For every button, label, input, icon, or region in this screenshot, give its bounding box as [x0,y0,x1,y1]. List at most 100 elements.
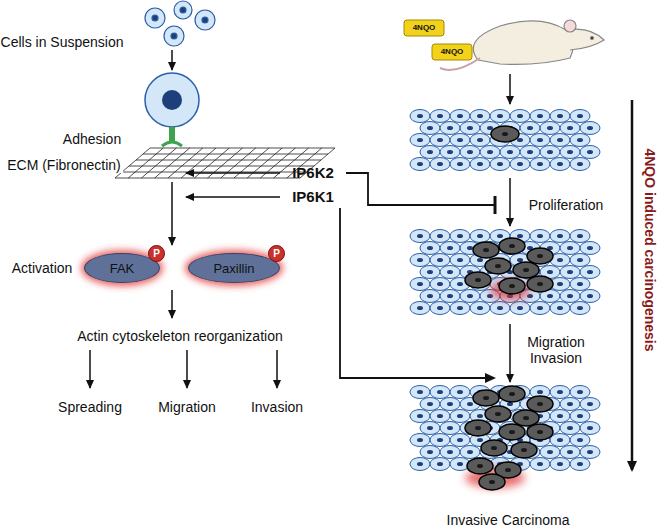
cell [430,302,450,315]
nucleus [537,162,543,166]
nucleus [517,306,523,310]
nucleus [537,462,543,466]
cell [430,410,450,423]
nucleus [517,258,523,262]
cell [560,146,580,159]
nucleus [567,426,573,430]
nucleus [577,234,583,238]
mesh-line [141,148,176,178]
cell [560,122,580,135]
nucleus [427,246,433,250]
nucleus [497,306,503,310]
nucleus [437,138,443,142]
nucleus [427,450,433,454]
cell [420,422,440,435]
cell [580,122,600,135]
nucleus [557,414,563,418]
nucleus [587,150,593,154]
nucleus [457,114,463,118]
cell [470,158,490,171]
cell [420,398,440,411]
cell [410,230,430,243]
cell [440,446,460,459]
nucleus [547,450,553,454]
label: Proliferation [529,197,604,213]
nucleus [557,138,563,142]
cell [530,458,550,471]
tumor-cell [513,410,539,426]
nucleus [437,390,443,394]
nucleus [577,306,583,310]
label: Activation [12,260,73,276]
label: Adhesion [63,131,121,147]
tumor-cell [511,442,537,458]
cell [580,242,600,255]
arrow [509,74,511,104]
label: Spreading [58,399,122,415]
nucleus [587,294,593,298]
cell [450,254,470,267]
nucleus [437,282,443,286]
cell [570,386,590,399]
arrow [186,172,280,174]
cell [430,278,450,291]
time-arrow [631,100,634,470]
nucleus [577,162,583,166]
arrow [276,350,278,388]
label: IP6K1 [292,188,334,205]
cell [450,410,470,423]
cell [410,254,430,267]
nucleus [417,390,423,394]
nucleus [477,234,483,238]
mesh-line [122,172,307,173]
nucleus [509,244,515,248]
nucleus [527,150,533,154]
label: IP6K2 [292,164,334,181]
nucleus [487,294,493,298]
nucleus [577,390,583,394]
nucleus [437,414,443,418]
nucleus [557,234,563,238]
cell [550,386,570,399]
nucleus [547,150,553,154]
nucleus [577,414,583,418]
tumor-cell [499,238,525,254]
nucleus [417,414,423,418]
nucleus [477,162,483,166]
node-text: FAK [110,261,135,276]
cell [410,134,430,147]
nucleus [477,414,483,418]
nucleus [523,268,529,272]
nucleus [437,114,443,118]
cell [550,230,570,243]
nucleus [417,462,423,466]
nucleus [475,278,481,282]
cell [440,398,460,411]
cell [430,386,450,399]
protein-ellipse: FAKP [84,253,160,283]
cell [550,134,570,147]
mesh-line [150,148,335,149]
suspension-cells [145,1,215,46]
cell [430,134,450,147]
nucleus [457,162,463,166]
cell [430,254,450,267]
nucleus [497,162,503,166]
cell [570,110,590,123]
nucleus [457,282,463,286]
cell [410,158,430,171]
nucleus [437,234,443,238]
nucleus [457,438,463,442]
nucleus [447,426,453,430]
nucleus [447,450,453,454]
nucleus [417,114,423,118]
nucleus [477,258,483,262]
cell [560,242,580,255]
nucleus [509,392,515,396]
cell [520,146,540,159]
label: Actin cytoskeleton reorganization [77,328,282,344]
4nqo-bottle [404,20,472,60]
tumor-cell [499,278,525,294]
nucleus [477,438,483,442]
nucleus [527,126,533,130]
